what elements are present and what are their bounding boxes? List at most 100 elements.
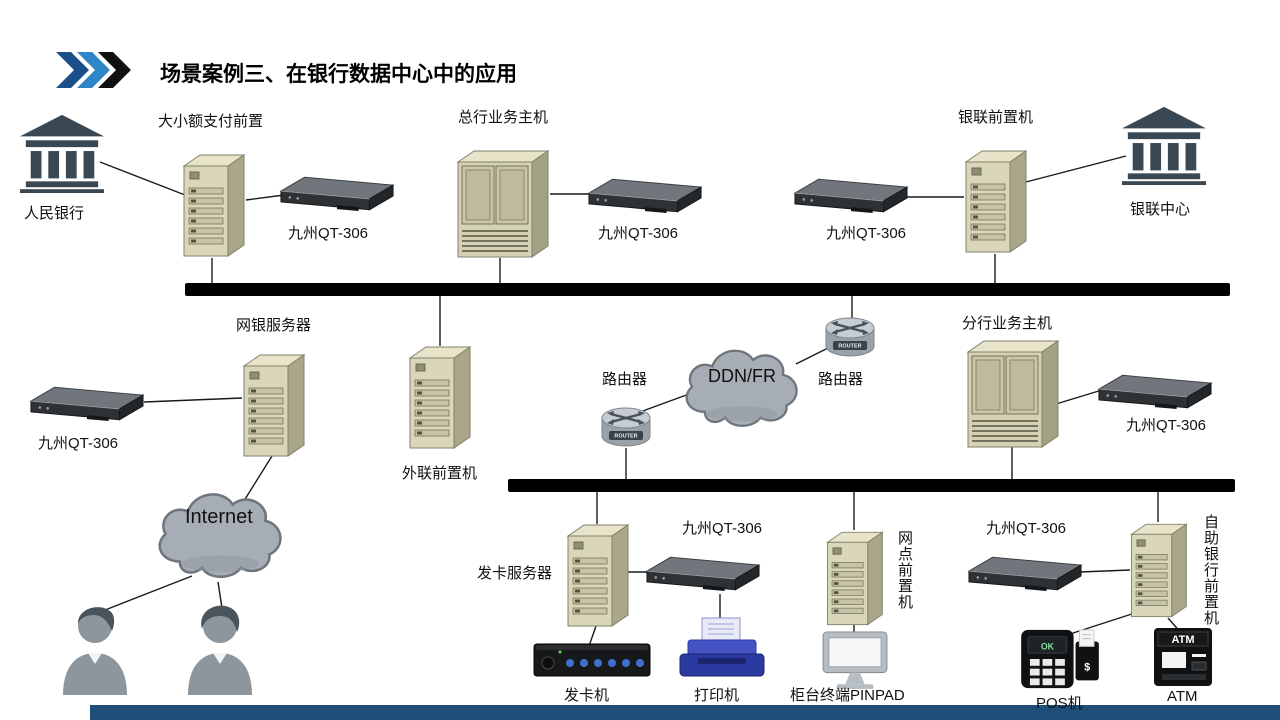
label-unionpay-front: 银联前置机	[958, 109, 1034, 126]
connector-line	[1025, 155, 1127, 183]
server-tower-icon	[178, 150, 248, 260]
rack-qt306-top3	[792, 172, 910, 220]
router-badge: ROUTER	[838, 344, 861, 350]
label-head-office-host: 总行业务主机	[458, 109, 549, 126]
tower-selfbank-front	[1126, 518, 1190, 622]
label-router-1: 路由器	[602, 371, 648, 388]
person-icon	[180, 600, 260, 695]
atm-badge-text: ATM	[1171, 634, 1194, 646]
bigserver-head-office	[452, 146, 552, 261]
server-tower-icon	[1126, 518, 1190, 622]
rack-server-icon	[966, 550, 1084, 598]
server-tower-icon	[562, 520, 632, 630]
label-printer: 打印机	[694, 687, 740, 704]
rack-qt306-mid-left	[28, 380, 146, 428]
label-atm: ATM	[1167, 688, 1198, 705]
connector-line	[588, 625, 597, 647]
router-2: ROUTER	[822, 314, 878, 364]
label-pbc: 人民银行	[24, 205, 85, 222]
label-ebank-server: 网银服务器	[236, 317, 312, 334]
bigserver-branch	[962, 336, 1062, 451]
connector-line	[241, 455, 273, 505]
connector-line	[217, 581, 223, 609]
tower-unionpay-front	[960, 146, 1030, 256]
label-unionpay-center: 银联中心	[1130, 201, 1191, 218]
tower-ebank-server	[238, 350, 308, 460]
label-qt306-mid-left: 九州QT-306	[38, 435, 119, 452]
server-tower-icon	[404, 342, 474, 452]
label-branch-host: 分行业务主机	[962, 315, 1053, 332]
label-router-2: 路由器	[818, 371, 864, 388]
printer-node	[676, 614, 768, 682]
network-bus-bottom	[508, 479, 1235, 492]
bank-icon	[18, 112, 106, 194]
title-chevrons-icon	[56, 52, 131, 88]
connector-line	[1055, 389, 1103, 405]
pinpad-terminal	[820, 630, 890, 690]
server-tower-icon	[822, 526, 886, 630]
pos-currency-text: $	[1084, 662, 1090, 674]
printer-icon	[676, 614, 768, 682]
label-card-machine: 发卡机	[564, 687, 610, 704]
rack-server-icon	[28, 380, 146, 428]
pos-icon: OK $	[1021, 629, 1099, 689]
network-bus-top	[185, 283, 1230, 296]
tower-payment-front	[178, 150, 248, 260]
label-counter-pinpad: 柜台终端PINPAD	[790, 687, 905, 704]
label-qt306-mid-right: 九州QT-306	[1126, 417, 1207, 434]
label-ddnfr: DDN/FR	[708, 366, 776, 386]
label-selfbank-front: 自助银行前置机	[1202, 514, 1219, 626]
atm-machine: ATM	[1152, 626, 1214, 688]
rack-qt306-bottom-right	[966, 550, 1084, 598]
page-title: 场景案例三、在银行数据中心中的应用	[160, 63, 517, 86]
label-external-front: 外联前置机	[402, 465, 478, 482]
label-payment-front: 大小额支付前置	[158, 113, 264, 130]
router-badge: ROUTER	[614, 434, 637, 440]
connector-line	[99, 575, 193, 613]
rack-server-icon	[1096, 368, 1214, 416]
card-machine-icon	[532, 636, 652, 682]
server-tower-icon	[238, 350, 308, 460]
cloud-icon	[148, 476, 293, 588]
bank-icon	[1120, 104, 1208, 186]
bank-unionpay-node	[1120, 104, 1208, 186]
label-pos: POS机	[1036, 695, 1083, 712]
router-1: ROUTER	[598, 404, 654, 454]
label-card-server: 发卡服务器	[477, 565, 553, 582]
mainframe-server-icon	[452, 146, 552, 261]
tower-external-front	[404, 342, 474, 452]
tower-card-server	[562, 520, 632, 630]
rack-server-icon	[278, 170, 396, 218]
router-icon: ROUTER	[822, 314, 878, 364]
label-qt306-top1: 九州QT-306	[288, 225, 369, 242]
rack-qt306-top2	[586, 172, 704, 220]
rack-qt306-mid-right	[1096, 368, 1214, 416]
label-qt306-top2: 九州QT-306	[598, 225, 679, 242]
label-qt306-bottom-right: 九州QT-306	[986, 520, 1067, 537]
label-outlet-front: 网点前置机	[896, 530, 913, 610]
user-person-1	[55, 600, 135, 695]
bank-pbc-node	[18, 112, 106, 194]
tower-outlet-front	[822, 526, 886, 630]
user-person-2	[180, 600, 260, 695]
mainframe-server-icon	[962, 336, 1062, 451]
rack-server-icon	[586, 172, 704, 220]
rack-qt306-bottom-left	[644, 550, 762, 598]
connector-line	[143, 397, 243, 403]
rack-server-icon	[792, 172, 910, 220]
rack-qt306-top1	[278, 170, 396, 218]
router-icon: ROUTER	[598, 404, 654, 454]
connector-line	[795, 347, 829, 365]
label-qt306-top3: 九州QT-306	[826, 225, 907, 242]
label-internet: Internet	[185, 506, 253, 528]
label-qt306-bottom-left: 九州QT-306	[682, 520, 763, 537]
connector-line	[99, 161, 186, 196]
card-issuing-machine	[532, 636, 652, 682]
footer-accent-bar	[90, 705, 1280, 720]
person-icon	[55, 600, 135, 695]
pos-machine: OK $	[1018, 626, 1103, 692]
server-tower-icon	[960, 146, 1030, 256]
connector-line	[1079, 569, 1131, 573]
atm-icon: ATM	[1154, 628, 1212, 686]
